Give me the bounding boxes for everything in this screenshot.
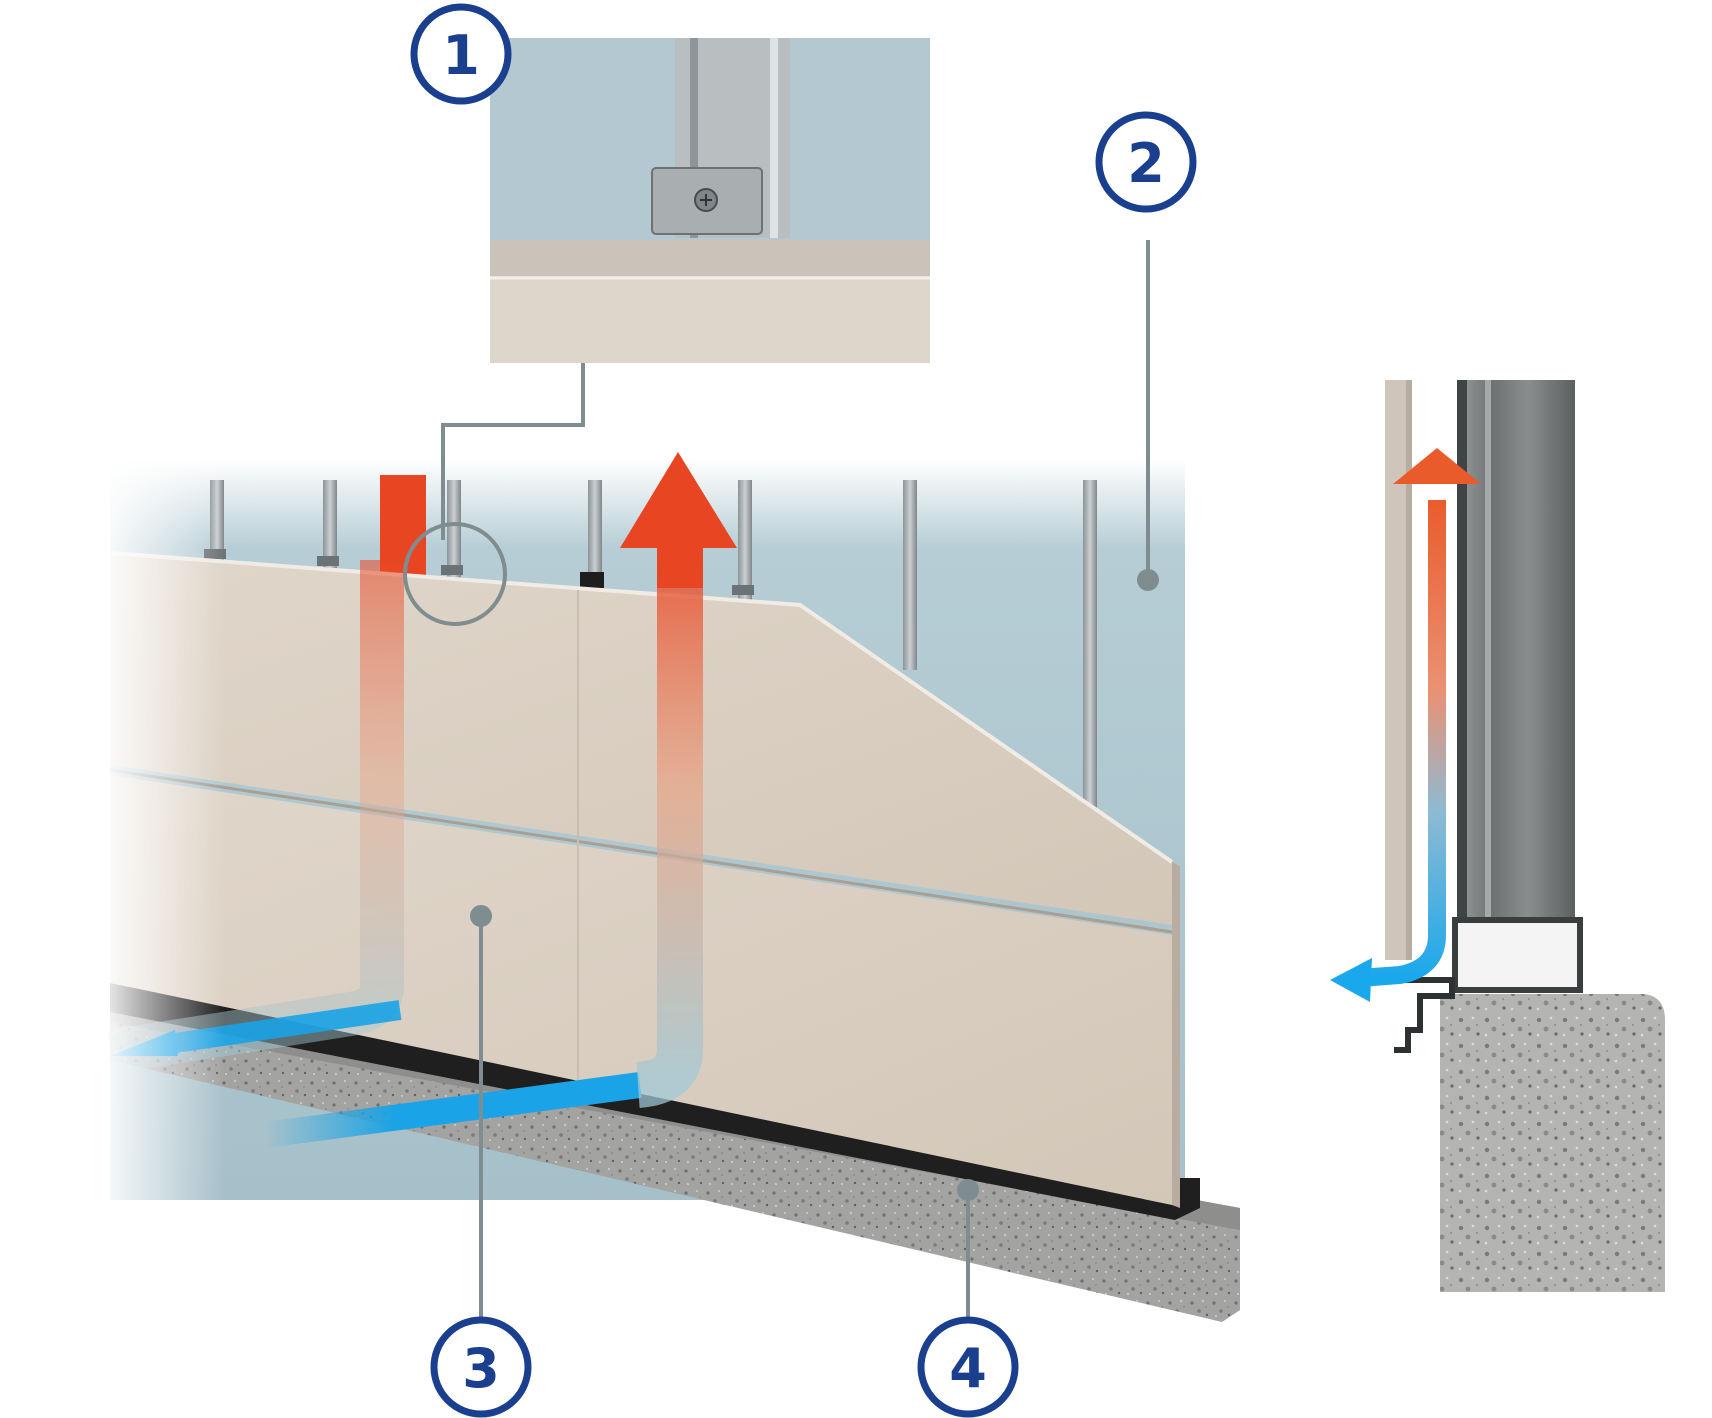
callout-2: 2 (1095, 111, 1197, 213)
section-bottom-track (1452, 917, 1583, 993)
clip-detail-inset (490, 38, 930, 363)
callout-3: 3 (430, 1316, 532, 1418)
callout-4-label: 4 (949, 1337, 987, 1400)
section-concrete-slab (1440, 994, 1665, 1292)
hot-air-column (380, 475, 426, 575)
detail-magnifier-circle (403, 522, 507, 626)
hot-air-up-arrow (635, 545, 703, 1108)
callout-4: 4 (917, 1316, 1019, 1418)
callout-2-label: 2 (1127, 132, 1165, 195)
cool-air-in-arrow (263, 1072, 642, 1148)
vertical-studs (210, 480, 1097, 810)
main-wall-illustration (95, 440, 1240, 1322)
section-base-rail (1394, 977, 1455, 1053)
section-airflow-arrow (1359, 500, 1446, 987)
detail-leader (403, 363, 585, 626)
section-detail (1330, 380, 1665, 1292)
callout-badges: 1 2 3 4 (410, 3, 1197, 1418)
concrete-footing (110, 1000, 1240, 1322)
callout-1-label: 1 (442, 24, 480, 87)
callout-3-label: 3 (462, 1337, 500, 1400)
leader-lines (470, 240, 1159, 1325)
section-steel-stud (1457, 380, 1575, 920)
callout-1: 1 (410, 3, 512, 105)
